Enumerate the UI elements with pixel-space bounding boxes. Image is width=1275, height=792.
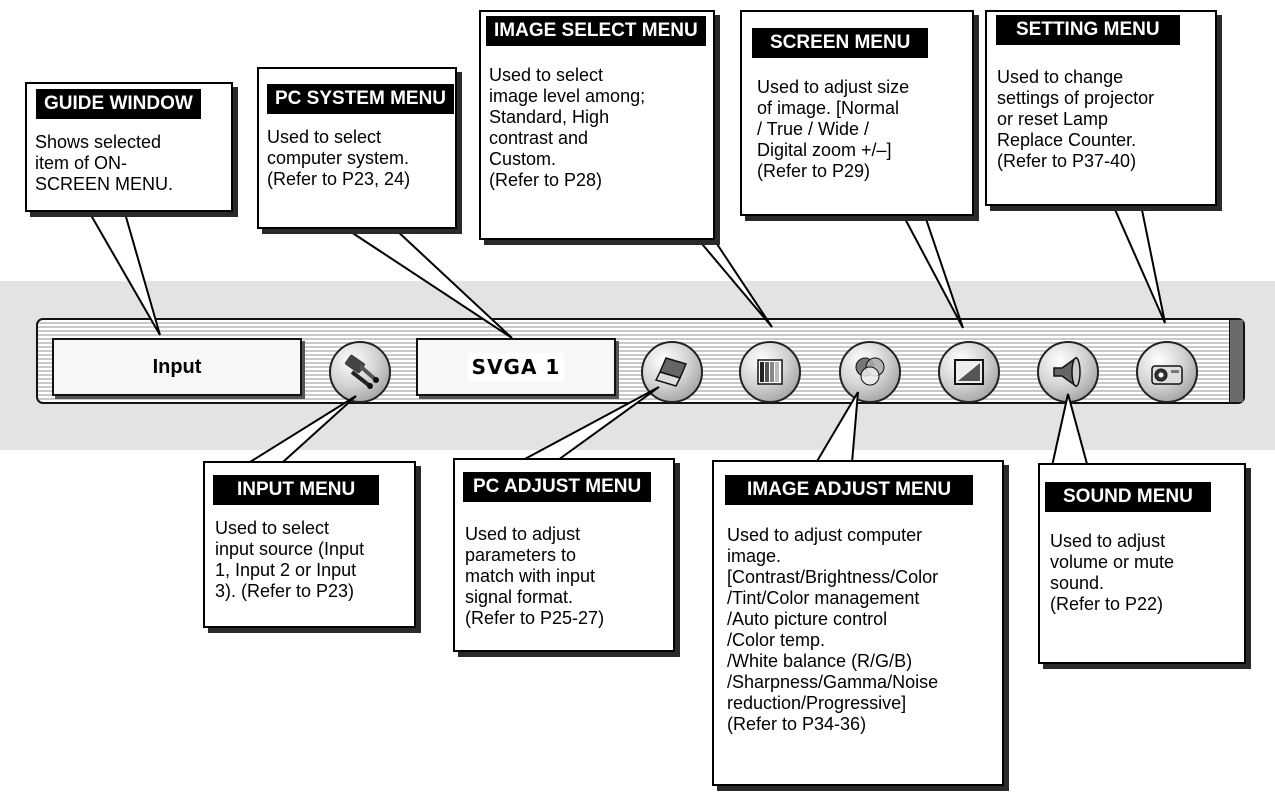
callout-title: PC SYSTEM MENU — [267, 84, 455, 114]
callout-title: SETTING MENU — [996, 15, 1180, 45]
callout-description: Used to adjust volume or mute sound. (Re… — [1050, 531, 1175, 614]
screen-menu-button[interactable] — [938, 341, 1000, 403]
pc-adjust-menu-button[interactable] — [641, 341, 703, 403]
guide-window-value: Input — [152, 355, 202, 378]
callout-description: Used to change settings of projector or … — [997, 67, 1155, 171]
callout-title: SOUND MENU — [1045, 482, 1211, 512]
pc-system-value: SVGA 1 — [467, 353, 565, 381]
pc-system-field: SVGA 1 — [416, 338, 616, 396]
callout-title: SCREEN MENU — [752, 28, 929, 58]
image-select-menu-button[interactable] — [739, 341, 801, 403]
callout-title: PC ADJUST MENU — [463, 472, 652, 502]
callout-description: Used to select image level among; Standa… — [489, 65, 646, 190]
callout-description: Used to adjust size of image. [Normal / … — [757, 77, 910, 181]
guide-window-field: Input — [52, 338, 302, 396]
callout-input-menu: INPUT MENU Used to select input source (… — [203, 461, 416, 628]
callout-description: Used to adjust parameters to match with … — [465, 524, 605, 628]
callout-sound-menu: SOUND MENU Used to adjust volume or mute… — [1038, 463, 1246, 664]
callout-pc-system-menu: PC SYSTEM MENU Used to select computer s… — [257, 67, 457, 229]
sound-menu-button[interactable] — [1037, 341, 1099, 403]
callout-title: IMAGE ADJUST MENU — [725, 475, 974, 505]
image-adjust-menu-button[interactable] — [839, 341, 901, 403]
callout-title: GUIDE WINDOW — [36, 89, 201, 119]
speaker-icon — [1053, 356, 1081, 388]
input-menu-button[interactable] — [329, 341, 391, 403]
callout-description: Shows selected item of ON- SCREEN MENU. — [35, 132, 174, 194]
callout-pc-adjust-menu: PC ADJUST MENU Used to adjust parameters… — [453, 458, 675, 652]
input-plug-icon — [344, 354, 379, 389]
laptop-icon — [654, 357, 688, 387]
projector-icon — [1151, 365, 1183, 385]
image-bars-icon — [757, 359, 783, 385]
callout-guide-window: GUIDE WINDOW Shows selected item of ON- … — [25, 82, 233, 212]
callout-screen-menu: SCREEN MENU Used to adjust size of image… — [740, 10, 974, 216]
callout-setting-menu: SETTING MENU Used to change settings of … — [985, 10, 1217, 206]
color-circles-icon — [855, 357, 885, 386]
callout-title: IMAGE SELECT MENU — [486, 16, 706, 46]
setting-menu-button[interactable] — [1136, 341, 1198, 403]
callout-image-adjust-menu: IMAGE ADJUST MENU Used to adjust compute… — [712, 460, 1004, 786]
callout-description: Used to adjust computer image. [Contrast… — [727, 525, 939, 734]
callout-description: Used to select input source (Input 1, In… — [215, 518, 365, 601]
callout-image-select-menu: IMAGE SELECT MENU Used to select image l… — [479, 10, 715, 240]
callout-title: INPUT MENU — [213, 475, 380, 505]
screen-frame-icon — [954, 359, 984, 385]
callout-description: Used to select computer system. (Refer t… — [267, 127, 411, 189]
